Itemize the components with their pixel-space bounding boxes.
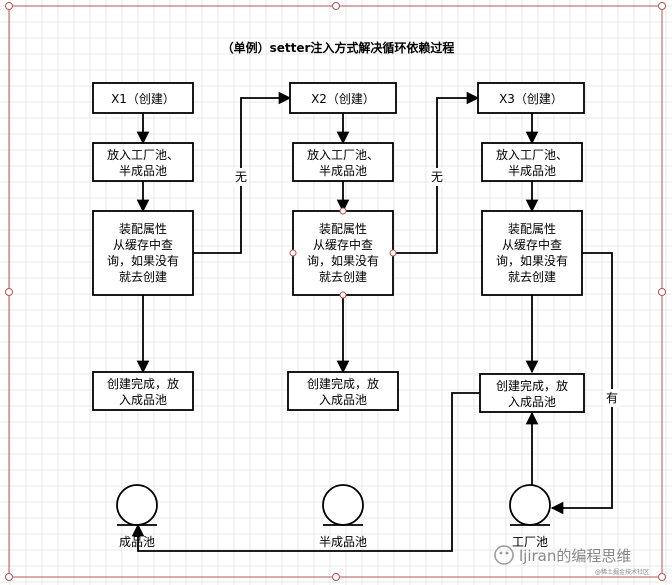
resize-handle-r[interactable]: [658, 288, 666, 296]
wechat-icon-eye: [499, 551, 503, 555]
node-x2-done-line-2: 入成品池: [319, 393, 367, 407]
node-x3-assemble[interactable]: [481, 210, 583, 296]
node-x1-assemble-line-4: 就去创建: [119, 270, 167, 284]
node-x3-assemble-line-1: 装配属性: [508, 222, 556, 236]
node-x1-put-line-1: 放入工厂池、: [107, 147, 179, 162]
resize-handle-br[interactable]: [658, 573, 666, 581]
node-x2-done[interactable]: [287, 371, 399, 411]
storage-factory-pool-label: 工厂池: [512, 535, 548, 549]
resize-handle-tr[interactable]: [658, 2, 666, 10]
storage-factory-pool[interactable]: [509, 484, 551, 526]
wechat-icon-eye: [505, 551, 509, 555]
node-x3-done-line-2: 入成品池: [508, 395, 556, 409]
connection-point[interactable]: [339, 291, 347, 299]
edge-x3-assemble-to-factory-pool[interactable]: [550, 252, 613, 515]
diagram-title: （单例）setter注入方式解决循环依赖过程: [222, 40, 455, 55]
node-x3-create-label: X3（创建）: [499, 92, 563, 106]
storage-half-pool[interactable]: [322, 484, 364, 526]
node-x3-assemble-line-4: 就去创建: [508, 270, 556, 284]
node-x3-create[interactable]: [477, 82, 585, 114]
node-x1-assemble-line-2: 从缓存中查: [113, 237, 173, 252]
connection-point[interactable]: [389, 249, 397, 257]
node-x1-create[interactable]: [92, 82, 194, 114]
node-x3-put-line-2: 半成品池: [508, 164, 556, 178]
node-x3-done-line-1: 创建完成，放: [496, 378, 568, 393]
node-x2-create[interactable]: [289, 82, 397, 114]
resize-handle-tl[interactable]: [5, 2, 13, 10]
node-x2-assemble-line-4: 就去创建: [319, 270, 367, 284]
resize-handle-b[interactable]: [332, 573, 340, 581]
watermark-text: ljiran的编程思维: [519, 547, 631, 565]
node-x3-done[interactable]: [479, 373, 585, 413]
node-x2-assemble-line-3: 询，如果没有: [307, 253, 379, 268]
resize-handle-l[interactable]: [5, 288, 13, 296]
edge-label-none-2: 无: [431, 170, 443, 184]
edge-label-bg: [233, 168, 249, 186]
edge-label-bg: [604, 389, 620, 407]
connection-point[interactable]: [289, 249, 297, 257]
node-x1-put[interactable]: [92, 142, 194, 182]
wechat-icon: [494, 545, 514, 565]
watermark-subtext: @稀土掘金技术社区: [595, 568, 649, 576]
watermark: ljiran的编程思维 @稀土掘金技术社区: [494, 545, 649, 576]
resize-handle-t[interactable]: [332, 2, 340, 10]
node-x3-put-line-1: 放入工厂池、: [496, 147, 568, 162]
node-x2-assemble-line-2: 从缓存中查: [313, 237, 373, 252]
edge-label-bg: [429, 168, 445, 186]
node-x1-assemble[interactable]: [92, 210, 194, 296]
storage-half-pool-label: 半成品池: [319, 535, 367, 549]
node-x2-put[interactable]: [292, 142, 394, 182]
node-x3-assemble-line-3: 询，如果没有: [496, 253, 568, 268]
storage-finished-pool[interactable]: [116, 484, 158, 526]
node-x1-done-line-2: 入成品池: [119, 393, 167, 407]
node-x2-assemble-line-1: 装配属性: [319, 222, 367, 236]
node-x1-done[interactable]: [92, 371, 194, 411]
node-x1-put-line-2: 半成品池: [119, 164, 167, 178]
connection-point[interactable]: [339, 207, 347, 215]
node-x3-assemble-line-2: 从缓存中查: [502, 237, 562, 252]
edge-label-have: 有: [606, 391, 618, 405]
node-x3-put[interactable]: [481, 142, 583, 182]
edge-label-none-1: 无: [235, 170, 247, 184]
resize-handle-bl[interactable]: [5, 573, 13, 581]
node-x1-create-label: X1（创建）: [111, 92, 175, 106]
edge-x3-done-to-finished-pool[interactable]: [131, 392, 480, 552]
storage-finished-pool-label: 成品池: [119, 535, 155, 549]
node-x2-create-label: X2（创建）: [311, 92, 375, 106]
node-x2-done-line-1: 创建完成，放: [307, 376, 379, 391]
node-x2-put-line-1: 放入工厂池、: [307, 147, 379, 162]
node-x1-assemble-line-1: 装配属性: [119, 222, 167, 236]
node-x2-put-line-2: 半成品池: [319, 164, 367, 178]
node-x1-done-line-1: 创建完成，放: [107, 376, 179, 391]
node-x1-assemble-line-3: 询，如果没有: [107, 253, 179, 268]
